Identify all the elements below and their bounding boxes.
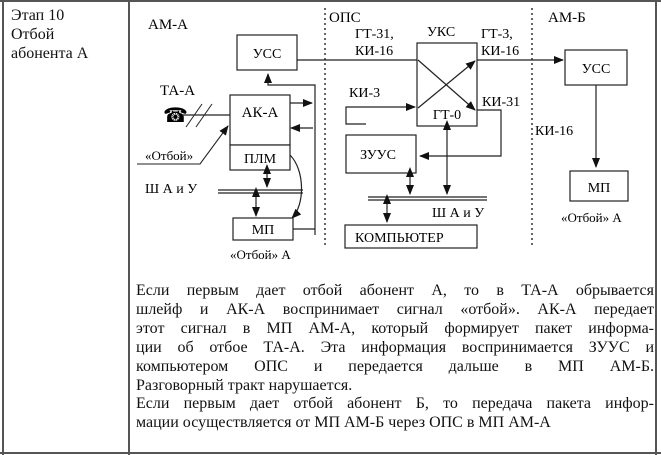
table-border-top	[0, 0, 661, 2]
label-gt3: ГТ-3,	[481, 27, 513, 42]
link-uks-ki31-zuus	[419, 109, 502, 160]
otboy-a-left-label: «Отбой» А	[230, 247, 291, 262]
block-gt0-label: ГТ-0	[433, 108, 461, 123]
label-ki16-right: КИ-16	[481, 44, 519, 59]
zone-label-ops: ОПС	[329, 10, 361, 26]
ta-a-label: ТА-А	[160, 83, 195, 99]
link-zuus-ki3-uks	[345, 103, 416, 125]
label-ki3: КИ-3	[349, 86, 380, 101]
block-uss-b	[564, 49, 628, 86]
label-ki16-b: КИ-16	[535, 124, 573, 139]
description-line: ции об отбое ТА-А. Эта информация воспри…	[136, 338, 654, 356]
block-zuus-label: ЗУУС	[360, 148, 396, 163]
label-gt31: ГТ-31,	[355, 27, 394, 42]
block-plm	[229, 144, 291, 171]
arrow-plm-to-mp-curve	[289, 154, 303, 219]
label-uks: УКС	[427, 25, 455, 40]
line-slash-1	[185, 103, 203, 128]
block-plm-label: ПЛМ	[244, 152, 277, 167]
table-column-divider	[128, 0, 130, 455]
description-line: Разговорный тракт нарушается.	[136, 376, 353, 394]
bus-ops-label: Ш А и У	[432, 206, 484, 221]
otboy-input-label: «Отбой»	[145, 148, 193, 163]
block-mp-b	[569, 170, 629, 202]
block-mp-b-label: МП	[588, 181, 611, 196]
stage-title-line: абонента А	[11, 45, 89, 62]
block-uss-a-label: УСС	[253, 47, 282, 62]
block-computer-label: КОМПЬЮТЕР	[355, 231, 444, 246]
block-computer	[344, 224, 478, 249]
stage-title-line: Отбой	[11, 26, 55, 43]
block-uss-a	[236, 34, 298, 71]
label-ki31: КИ-31	[482, 95, 520, 110]
description-paragraph-1: Если первым дает отбой абонент А, то в Т…	[136, 282, 654, 395]
description-line: компьютером ОПС и передается дальше в МП…	[136, 357, 654, 375]
table-border-right	[655, 0, 657, 455]
label-ki16-left: КИ-16	[355, 44, 393, 59]
uks-cross-2	[417, 60, 476, 109]
description-paragraph-2: Если первым дает отбой абонент Б, то пер…	[136, 395, 654, 433]
zone-label-am-b: АМ-Б	[548, 10, 586, 26]
stage-description: Если первым дает отбой абонент А, то в Т…	[136, 282, 654, 433]
block-uss-b-label: УСС	[582, 62, 611, 77]
zone-label-am-a: АМ-А	[148, 17, 188, 33]
description-line: мации осуществляется от МП АМ-Б через ОП…	[136, 414, 551, 432]
otboy-input-line	[137, 125, 229, 165]
bus-a-label: Ш А и У	[145, 182, 197, 197]
description-line: Если первым дает отбой абонент Б, то пер…	[136, 395, 654, 413]
line-slash-2	[195, 103, 213, 128]
block-zuus	[345, 134, 417, 174]
otboy-a-right-label: «Отбой» А	[561, 210, 622, 225]
call-release-diagram: АМ-А ОПС АМ-Б УСС ТА-А ☎ АК-А ПЛМ «Отбой…	[137, 8, 629, 262]
link-mp-to-uss-a	[264, 73, 316, 235]
block-ak-a-label: АК-А	[242, 105, 279, 121]
block-mp-a-label: МП	[252, 223, 275, 238]
phone-icon: ☎	[163, 105, 188, 127]
table-border-left	[2, 0, 4, 455]
description-line: Если первым дает отбой абонент А, то в Т…	[136, 282, 654, 299]
stage-title-line: Этап 10	[11, 7, 65, 24]
description-line: этот сигнал в МП АМ-А, который формирует…	[136, 319, 654, 337]
description-line: шлейф и АК-А воспринимает сигнал «отбой»…	[136, 300, 654, 318]
table-border-bottom	[0, 452, 661, 454]
stage-title: Этап 10 Отбой абонента А	[11, 6, 121, 63]
